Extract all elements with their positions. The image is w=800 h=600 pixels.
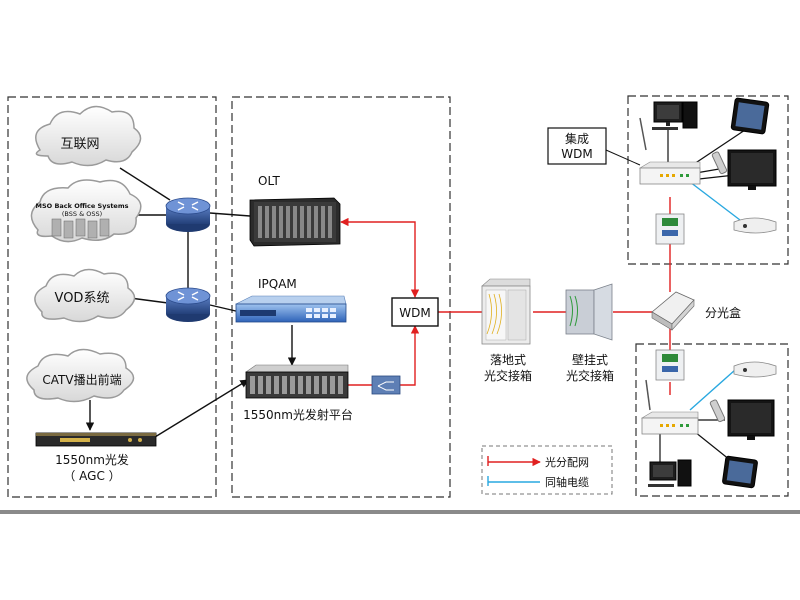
router-icon	[165, 287, 211, 322]
catv-label: CATV播出前端	[42, 372, 121, 387]
cloud-vod: VOD系统	[34, 268, 136, 323]
optical-transmitter-agc: 1550nm光发 （ AGC ）	[35, 432, 157, 483]
cloud-internet: 互联网	[35, 105, 142, 167]
legend: 光分配网 同轴电缆	[481, 445, 613, 495]
home-gateway-icon	[638, 117, 701, 185]
bottom-rule	[0, 510, 800, 514]
mso-title: MSO Back Office Systems	[36, 202, 129, 210]
router-icon	[165, 197, 211, 232]
platform-label: 1550nm光发射平台	[243, 407, 353, 422]
mso-subtitle: (BSS & OSS)	[62, 210, 102, 218]
ont-wall-box-icon	[655, 213, 685, 245]
floor-cabinet-label-1: 落地式	[490, 353, 526, 367]
tv-icon	[727, 399, 775, 440]
ont-wall-box-icon	[655, 349, 685, 381]
server-icons	[51, 218, 110, 239]
set-top-box-icon	[733, 217, 777, 234]
legend-coax-label: 同轴电缆	[545, 475, 589, 489]
cloud-catv: CATV播出前端	[26, 348, 135, 403]
cloud-mso: MSO Back Office Systems (BSS & OSS)	[30, 179, 142, 243]
optical-links	[340, 197, 671, 395]
tablet-icon	[722, 455, 758, 489]
wdm-box: WDM	[391, 297, 439, 327]
olt-label: OLT	[258, 174, 280, 188]
integrated-wdm-label-1: 集成	[565, 131, 589, 146]
ipqam-label: IPQAM	[258, 277, 297, 291]
remote-control-icon	[711, 151, 728, 175]
floor-cabinet-label-2: 光交接箱	[484, 368, 532, 383]
wall-cabinet-label-2: 光交接箱	[566, 368, 614, 383]
optical-coupler-icon	[371, 375, 401, 395]
remote-control-icon	[709, 399, 726, 423]
optical-splitter-box: 分光盒	[651, 291, 741, 331]
integrated-wdm-callout: 集成 WDM	[547, 127, 641, 166]
internet-label: 互联网	[60, 137, 99, 152]
wall-cross-connect-cabinet: 壁挂式 光交接箱	[565, 283, 614, 383]
ipqam-device: IPQAM	[235, 277, 347, 323]
coax-links	[689, 181, 741, 411]
wdm-label: WDM	[399, 306, 430, 320]
transmitter-agc-label: （ AGC ）	[63, 469, 120, 483]
optical-transmit-platform: 1550nm光发射平台	[243, 364, 353, 422]
section-core	[231, 96, 451, 498]
splitter-label: 分光盒	[705, 305, 741, 320]
wall-cabinet-label-1: 壁挂式	[572, 352, 608, 367]
home-gateway-icon	[640, 379, 699, 435]
desktop-pc-icon	[652, 101, 698, 130]
section-home-top	[627, 95, 789, 265]
integrated-wdm-label-2: WDM	[561, 147, 592, 161]
tablet-icon	[730, 97, 770, 135]
set-top-box-icon	[733, 361, 777, 378]
legend-item-optical: 光分配网	[487, 455, 589, 469]
section-headend	[7, 96, 217, 498]
olt-chassis: OLT	[249, 174, 341, 247]
desktop-pc-icon	[648, 459, 692, 487]
tv-icon	[727, 149, 777, 190]
floor-cross-connect-cabinet: 落地式 光交接箱	[481, 278, 532, 383]
section-home-bottom	[635, 343, 789, 497]
transmitter-label: 1550nm光发	[55, 452, 129, 467]
vod-label: VOD系统	[55, 291, 110, 306]
legend-optical-label: 光分配网	[545, 455, 589, 469]
legend-item-coax: 同轴电缆	[487, 475, 589, 489]
black-links	[85, 167, 297, 438]
